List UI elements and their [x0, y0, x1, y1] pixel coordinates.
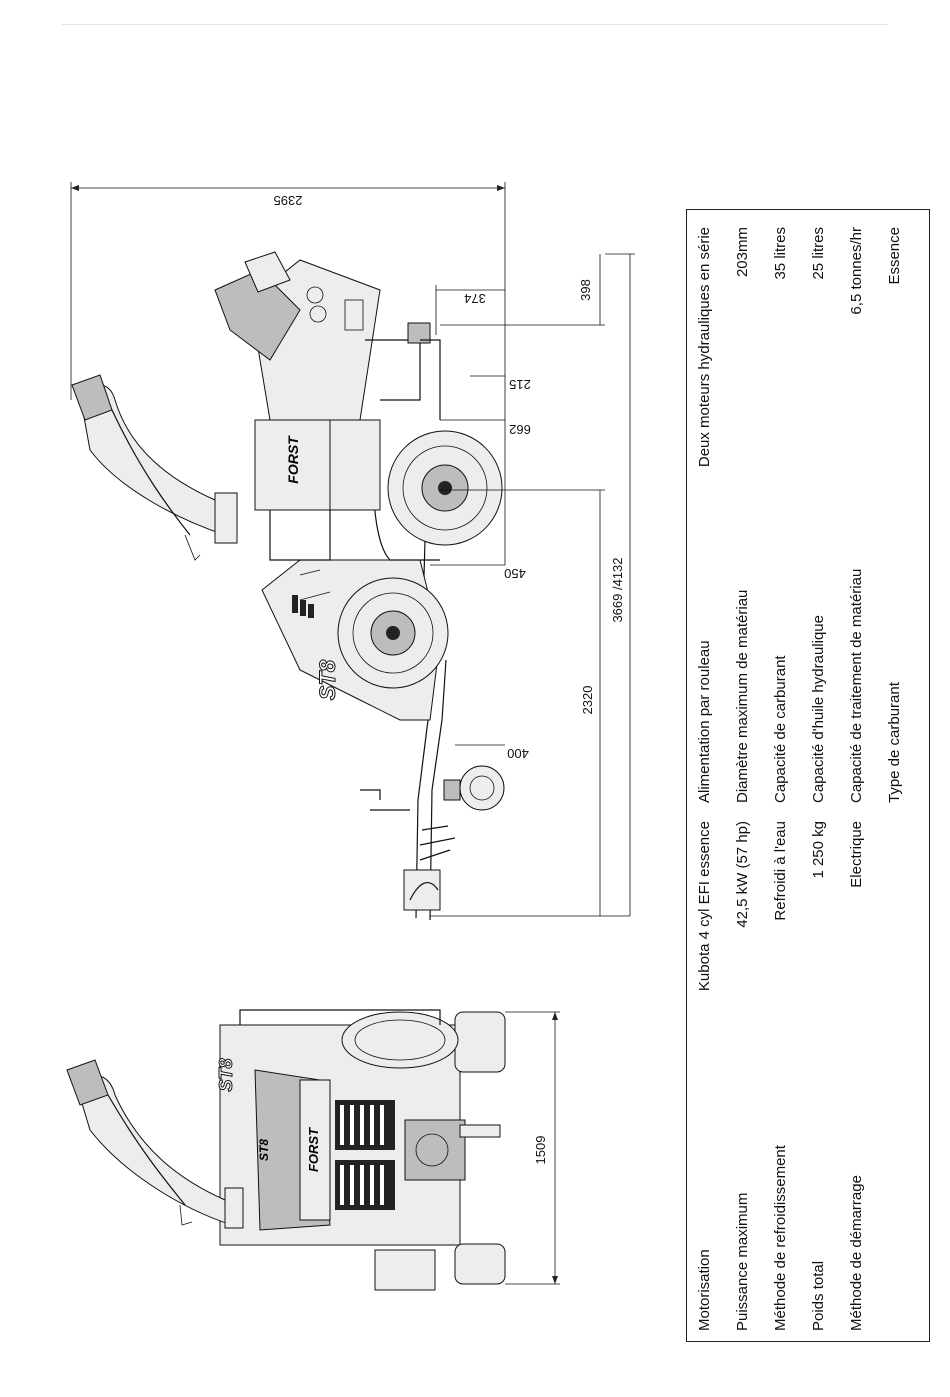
spec-row: Méthode de démarrage Electrique Capacité… [848, 210, 879, 1343]
spec-value-2: Deux moteurs hydrauliques en série [696, 227, 713, 468]
dim-400: 400 [507, 746, 529, 761]
dim-215: 215 [509, 377, 531, 392]
spec-label-2: Capacité d'huile hydraulique [810, 615, 827, 803]
dim-3669-4132: 3669 /4132 [610, 557, 625, 622]
spec-label-2: Alimentation par rouleau [696, 640, 713, 803]
spec-value-2: 35 litres [772, 227, 789, 280]
spec-row: Méthode de refroidissement Refroidi à l'… [772, 210, 803, 1343]
spec-row: Poids total 1 250 kg Capacité d'huile hy… [810, 210, 841, 1343]
spec-value-2: 6,5 tonnes/hr [848, 227, 865, 315]
spec-value-2: 25 litres [810, 227, 827, 280]
front-view-dimension-lines [505, 1011, 560, 1285]
spec-label-2: Type de carburant [886, 682, 903, 803]
spec-value: 1 250 kg [810, 821, 827, 879]
brand-logo-side: FORST [285, 435, 301, 484]
front-view-drawing [66, 1009, 506, 1291]
dim-398: 398 [578, 279, 593, 301]
spec-row: Motorisation Kubota 4 cyl EFI essence Al… [696, 210, 727, 1343]
specifications-table: Motorisation Kubota 4 cyl EFI essence Al… [687, 210, 931, 1343]
spec-value-2: Essence [886, 227, 903, 285]
model-logo-front: ST8 [216, 1058, 236, 1091]
spec-label: Méthode de démarrage [848, 1175, 865, 1331]
dim-662: 662 [509, 422, 531, 437]
side-view-dimension-lines [70, 182, 635, 917]
spec-value: 42,5 kW (57 hp) [734, 821, 751, 928]
spec-row: Type de carburant Essence [886, 210, 917, 1343]
spec-label-2: Capacité de carburant [772, 655, 789, 803]
spec-label: Poids total [810, 1260, 827, 1331]
spec-label: Puissance maximum [734, 1192, 751, 1331]
dim-1509: 1509 [533, 1136, 548, 1165]
top-rule [62, 24, 888, 25]
spec-value: Refroidi à l'eau [772, 821, 789, 921]
side-view-drawing [71, 251, 505, 921]
dim-374: 374 [464, 291, 486, 306]
model-logo-grille: ST8 [257, 1139, 271, 1161]
brand-logo-front: FORST [306, 1127, 321, 1172]
dim-2395: 2395 [274, 193, 303, 208]
spec-value: Kubota 4 cyl EFI essence [696, 821, 713, 992]
spec-label: Méthode de refroidissement [772, 1145, 789, 1331]
spec-value: Electrique [848, 821, 865, 888]
spec-value-2: 203mm [734, 227, 751, 278]
dim-450: 450 [504, 566, 526, 581]
spec-label: Motorisation [696, 1249, 713, 1331]
spec-label-2: Capacité de traitement de matériau [848, 568, 865, 803]
spec-row: Puissance maximum 42,5 kW (57 hp) Diamèt… [734, 210, 765, 1343]
model-logo-side: ST8 [315, 659, 340, 700]
specifications-box: Motorisation Kubota 4 cyl EFI essence Al… [686, 209, 930, 1342]
dim-2320: 2320 [580, 686, 595, 715]
spec-label-2: Diamètre maximum de matériau [734, 589, 751, 803]
